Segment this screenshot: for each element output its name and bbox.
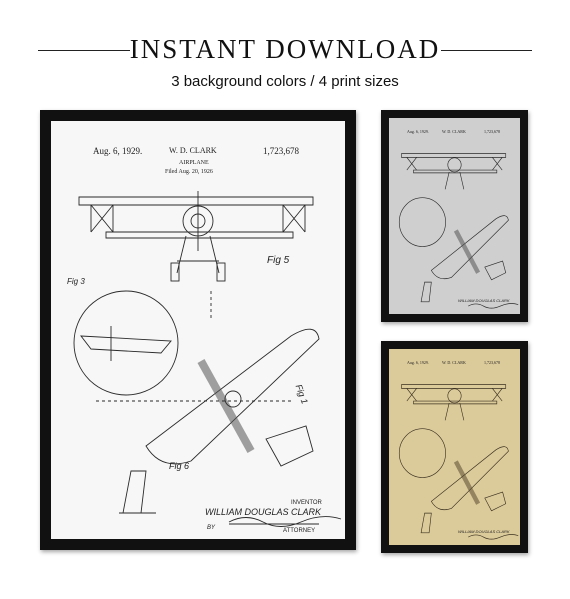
poster-frame-gray: Aug. 6, 1929. W. D. CLARK 1,723,678 WILL…	[381, 110, 528, 322]
patent-date-vintage: Aug. 6, 1929.	[407, 360, 429, 365]
fig3-label: Fig 3	[67, 277, 85, 286]
poster-frame-white: Aug. 6, 1929. W. D. CLARK 1,723,678 AIRP…	[40, 110, 356, 550]
blueprint-drawing-gray	[398, 153, 519, 309]
patent-date: Aug. 6, 1929.	[93, 146, 143, 156]
poster-frame-vintage: Aug. 6, 1929. W. D. CLARK 1,723,678 WILL…	[381, 341, 528, 553]
patent-number-vintage: 1,723,678	[484, 360, 500, 365]
poster-vintage: Aug. 6, 1929. W. D. CLARK 1,723,678 WILL…	[389, 349, 520, 545]
by-label: BY	[207, 525, 216, 531]
fig6-label: Fig 6	[169, 461, 190, 471]
blueprint-drawing	[73, 191, 342, 527]
inventor-name: WILLIAM DOUGLAS CLARK	[205, 507, 322, 517]
patent-number-gray: 1,723,678	[484, 129, 500, 134]
blueprint-drawing-vintage	[398, 384, 519, 540]
patent-filed: Filed Aug. 20, 1926	[165, 169, 213, 175]
header-line-right	[441, 50, 532, 51]
patent-subject: AIRPLANE	[179, 160, 209, 166]
inventor-name-gray: WILLIAM DOUGLAS CLARK	[458, 298, 510, 303]
patent-number: 1,723,678	[263, 146, 299, 156]
page-subtitle: 3 background colors / 4 print sizes	[171, 73, 399, 90]
header-line-left	[38, 50, 130, 51]
page-title: INSTANT DOWNLOAD	[129, 34, 441, 64]
patent-date-gray: Aug. 6, 1929.	[407, 129, 429, 134]
patent-inventor-short: W. D. CLARK	[169, 146, 217, 155]
poster-white: Aug. 6, 1929. W. D. CLARK 1,723,678 AIRP…	[51, 121, 345, 539]
fig5-label: Fig 5	[267, 255, 290, 266]
attorney-caption: ATTORNEY	[283, 528, 316, 534]
patent-inventor-short-gray: W. D. CLARK	[442, 129, 466, 134]
poster-gray: Aug. 6, 1929. W. D. CLARK 1,723,678 WILL…	[389, 118, 520, 314]
inventor-caption: INVENTOR	[291, 500, 322, 506]
inventor-name-vintage: WILLIAM DOUGLAS CLARK	[458, 529, 510, 534]
patent-inventor-short-vintage: W. D. CLARK	[442, 360, 466, 365]
